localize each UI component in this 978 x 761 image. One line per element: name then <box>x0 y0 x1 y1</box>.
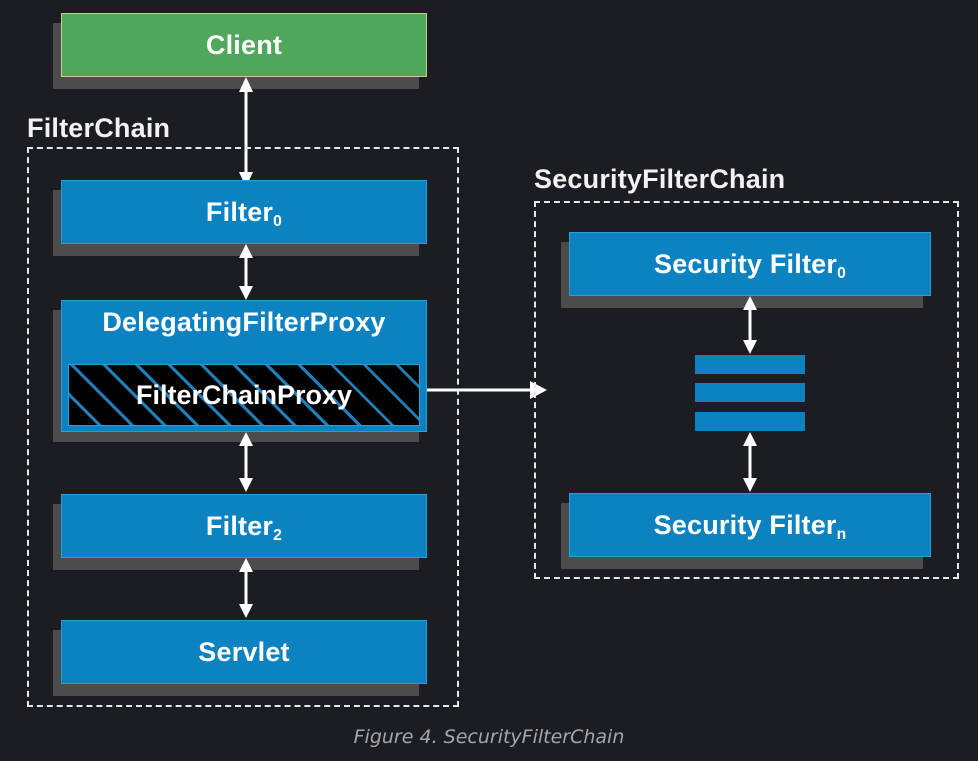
filter-chain-proxy-label: FilterChainProxy <box>135 379 353 410</box>
figure-caption: Figure 4. SecurityFilterChain <box>353 726 625 748</box>
ellipsis-bar-2 <box>695 383 805 402</box>
servlet-label: Servlet <box>198 636 290 667</box>
client-label: Client <box>205 29 283 60</box>
filterchain-title: FilterChain <box>27 113 171 143</box>
filter0-node: Filter0 <box>61 180 427 244</box>
security-filter0-node: Security Filter0 <box>569 232 931 296</box>
filter0-label: Filter0 <box>205 196 283 230</box>
security-filtern-label: Security Filtern <box>653 509 847 543</box>
ellipsis-bar-3 <box>695 412 805 431</box>
filter-chain-proxy-node: FilterChainProxy <box>68 364 420 426</box>
filter2-label: Filter2 <box>205 510 283 544</box>
client-node: Client <box>61 13 427 77</box>
delegating-filter-proxy-label: DelegatingFilterProxy <box>102 307 386 337</box>
ellipsis-bar-1 <box>695 355 805 374</box>
security-filter0-label: Security Filter0 <box>654 248 846 282</box>
filterchain-container <box>27 147 459 707</box>
security-filtern-node: Security Filtern <box>569 493 931 557</box>
filter2-node: Filter2 <box>61 494 427 558</box>
securityfilterchain-container <box>534 201 959 579</box>
servlet-node: Servlet <box>61 620 427 684</box>
securityfilterchain-title: SecurityFilterChain <box>534 164 786 194</box>
